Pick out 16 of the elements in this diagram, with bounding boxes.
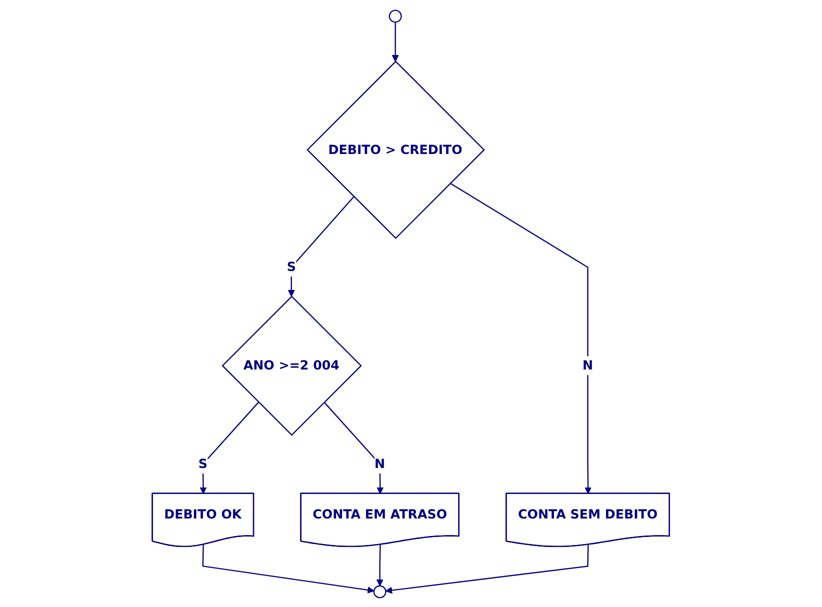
node-circle [388, 9, 402, 22]
arrow [288, 196, 354, 296]
arrow [386, 544, 589, 594]
edge-label: N [582, 357, 594, 372]
arrow [202, 544, 374, 593]
edge-label: N [374, 456, 386, 471]
node-circle [373, 584, 386, 598]
arrow [324, 401, 384, 494]
arrow [450, 182, 592, 494]
edge-label: S [286, 258, 296, 274]
arrow [392, 22, 399, 62]
arrow [200, 401, 260, 494]
arrow [376, 544, 384, 586]
edge-label: S [198, 456, 208, 471]
node-diamond: DEBITO > CREDITO [306, 60, 486, 238]
node-diamond: ANO >=2 004 [222, 295, 362, 436]
